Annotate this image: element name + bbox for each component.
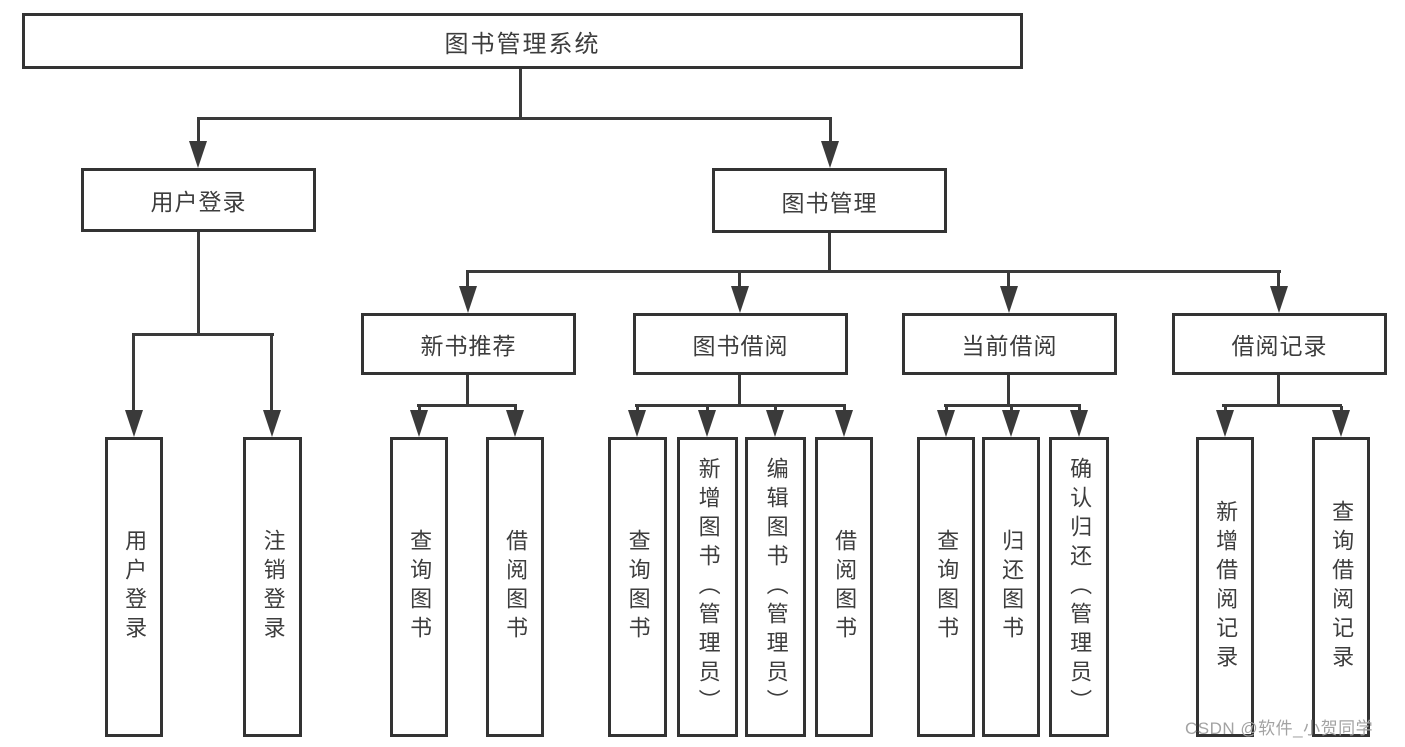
node-label: 新增图书（管理员） — [695, 456, 721, 718]
connector-line — [270, 335, 273, 412]
arrow-down-icon — [766, 410, 784, 437]
arrow-down-icon — [410, 410, 428, 437]
connector-line — [1222, 404, 1342, 407]
connector-line — [466, 375, 469, 406]
node-leaf-query-books-2: 查询图书 — [608, 437, 667, 737]
watermark-text: CSDN @软件_小贺同学 — [1185, 719, 1374, 738]
node-label: 查询借阅记录 — [1329, 500, 1355, 674]
node-label: 借阅图书 — [503, 529, 529, 645]
arrow-down-icon — [189, 141, 207, 168]
node-new-book-recommend: 新书推荐 — [361, 313, 576, 375]
node-leaf-query-books-1: 查询图书 — [390, 437, 448, 737]
node-leaf-confirm-return-admin: 确认归还（管理员） — [1049, 437, 1109, 737]
connector-line — [1224, 406, 1227, 413]
node-leaf-user-login: 用户登录 — [105, 437, 163, 737]
node-root: 图书管理系统 — [22, 13, 1023, 69]
connector-line — [945, 406, 948, 413]
node-leaf-add-book-admin: 新增图书（管理员） — [677, 437, 738, 737]
node-leaf-return-book: 归还图书 — [982, 437, 1040, 737]
node-label: 用户登录 — [122, 529, 148, 645]
connector-line — [843, 406, 846, 413]
arrow-down-icon — [1002, 410, 1020, 437]
connector-line — [1007, 375, 1010, 406]
node-leaf-edit-book-admin: 编辑图书（管理员） — [745, 437, 806, 737]
connector-line — [706, 406, 709, 413]
node-book-management: 图书管理 — [712, 168, 947, 233]
connector-line — [514, 406, 517, 413]
arrow-down-icon — [1000, 286, 1018, 313]
node-label: 新书推荐 — [420, 333, 517, 359]
node-label: 确认归还（管理员） — [1067, 456, 1093, 718]
node-leaf-logout: 注销登录 — [243, 437, 302, 737]
arrow-down-icon — [628, 410, 646, 437]
connector-line — [132, 335, 135, 412]
connector-line — [636, 406, 639, 413]
connector-line — [738, 375, 741, 406]
connector-line — [738, 272, 741, 287]
node-label: 图书管理系统 — [444, 30, 601, 58]
node-label: 注销登录 — [260, 529, 286, 645]
arrow-down-icon — [459, 286, 477, 313]
node-label: 查询图书 — [625, 529, 651, 645]
arrow-down-icon — [263, 410, 281, 437]
connector-line — [197, 232, 200, 334]
connector-line — [466, 272, 469, 287]
connector-line — [1277, 375, 1280, 406]
connector-line — [1078, 406, 1081, 413]
node-leaf-query-borrow-record: 查询借阅记录 — [1312, 437, 1370, 737]
arrow-down-icon — [1332, 410, 1350, 437]
connector-line — [829, 119, 832, 143]
connector-line — [1277, 272, 1280, 287]
node-label: 编辑图书（管理员） — [763, 456, 789, 718]
node-leaf-borrow-books-2: 借阅图书 — [815, 437, 873, 737]
node-current-borrowing: 当前借阅 — [902, 313, 1117, 375]
node-user-login: 用户登录 — [81, 168, 316, 232]
connector-line — [944, 404, 1081, 407]
arrow-down-icon — [1270, 286, 1288, 313]
node-label: 图书借阅 — [692, 333, 789, 359]
node-leaf-borrow-books-1: 借阅图书 — [486, 437, 544, 737]
arrow-down-icon — [937, 410, 955, 437]
connector-line — [418, 406, 421, 413]
node-leaf-query-books-3: 查询图书 — [917, 437, 975, 737]
node-leaf-add-borrow-record: 新增借阅记录 — [1196, 437, 1254, 737]
connector-line — [1010, 406, 1013, 413]
node-label: 图书管理 — [781, 189, 878, 216]
arrow-down-icon — [821, 141, 839, 168]
connector-line — [635, 404, 846, 407]
node-borrow-records: 借阅记录 — [1172, 313, 1387, 375]
node-label: 用户登录 — [150, 189, 247, 215]
connector-line — [466, 270, 1281, 273]
arrow-down-icon — [125, 410, 143, 437]
node-label: 查询图书 — [407, 529, 433, 645]
connector-line — [132, 333, 274, 336]
connector-line — [417, 404, 517, 407]
connector-line — [828, 233, 831, 272]
node-label: 借阅记录 — [1231, 333, 1328, 359]
node-book-borrowing: 图书借阅 — [633, 313, 848, 375]
node-label: 当前借阅 — [961, 333, 1058, 359]
arrow-down-icon — [506, 410, 524, 437]
arrow-down-icon — [731, 286, 749, 313]
node-label: 借阅图书 — [832, 529, 858, 645]
connector-line — [1007, 272, 1010, 287]
connector-line — [197, 117, 832, 120]
connector-line — [1340, 406, 1343, 413]
arrow-down-icon — [1070, 410, 1088, 437]
arrow-down-icon — [835, 410, 853, 437]
connector-line — [774, 406, 777, 413]
node-label: 查询图书 — [934, 529, 960, 645]
arrow-down-icon — [698, 410, 716, 437]
node-label: 新增借阅记录 — [1213, 500, 1239, 674]
connector-line — [197, 119, 200, 143]
arrow-down-icon — [1216, 410, 1234, 437]
node-label: 归还图书 — [999, 529, 1025, 645]
connector-line — [519, 69, 522, 119]
